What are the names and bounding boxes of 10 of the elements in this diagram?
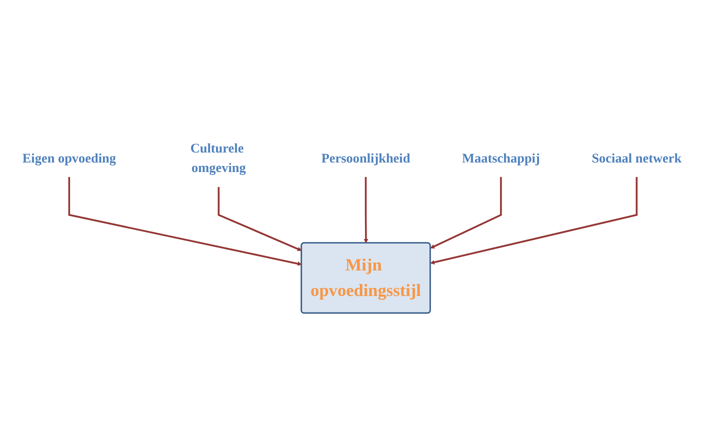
arrow [430, 177, 502, 248]
arrow [218, 186, 302, 252]
arrow [68, 177, 302, 266]
node-text: Maatschappij [462, 150, 540, 166]
node-text: Eigen opvoeding [22, 150, 116, 166]
node-text: Culturele omgeving [190, 140, 246, 176]
arrow [364, 177, 368, 244]
node-text: Persoonlijkheid [321, 150, 410, 166]
node-text: Sociaal netwerk [592, 150, 682, 166]
arrow [430, 177, 638, 264]
